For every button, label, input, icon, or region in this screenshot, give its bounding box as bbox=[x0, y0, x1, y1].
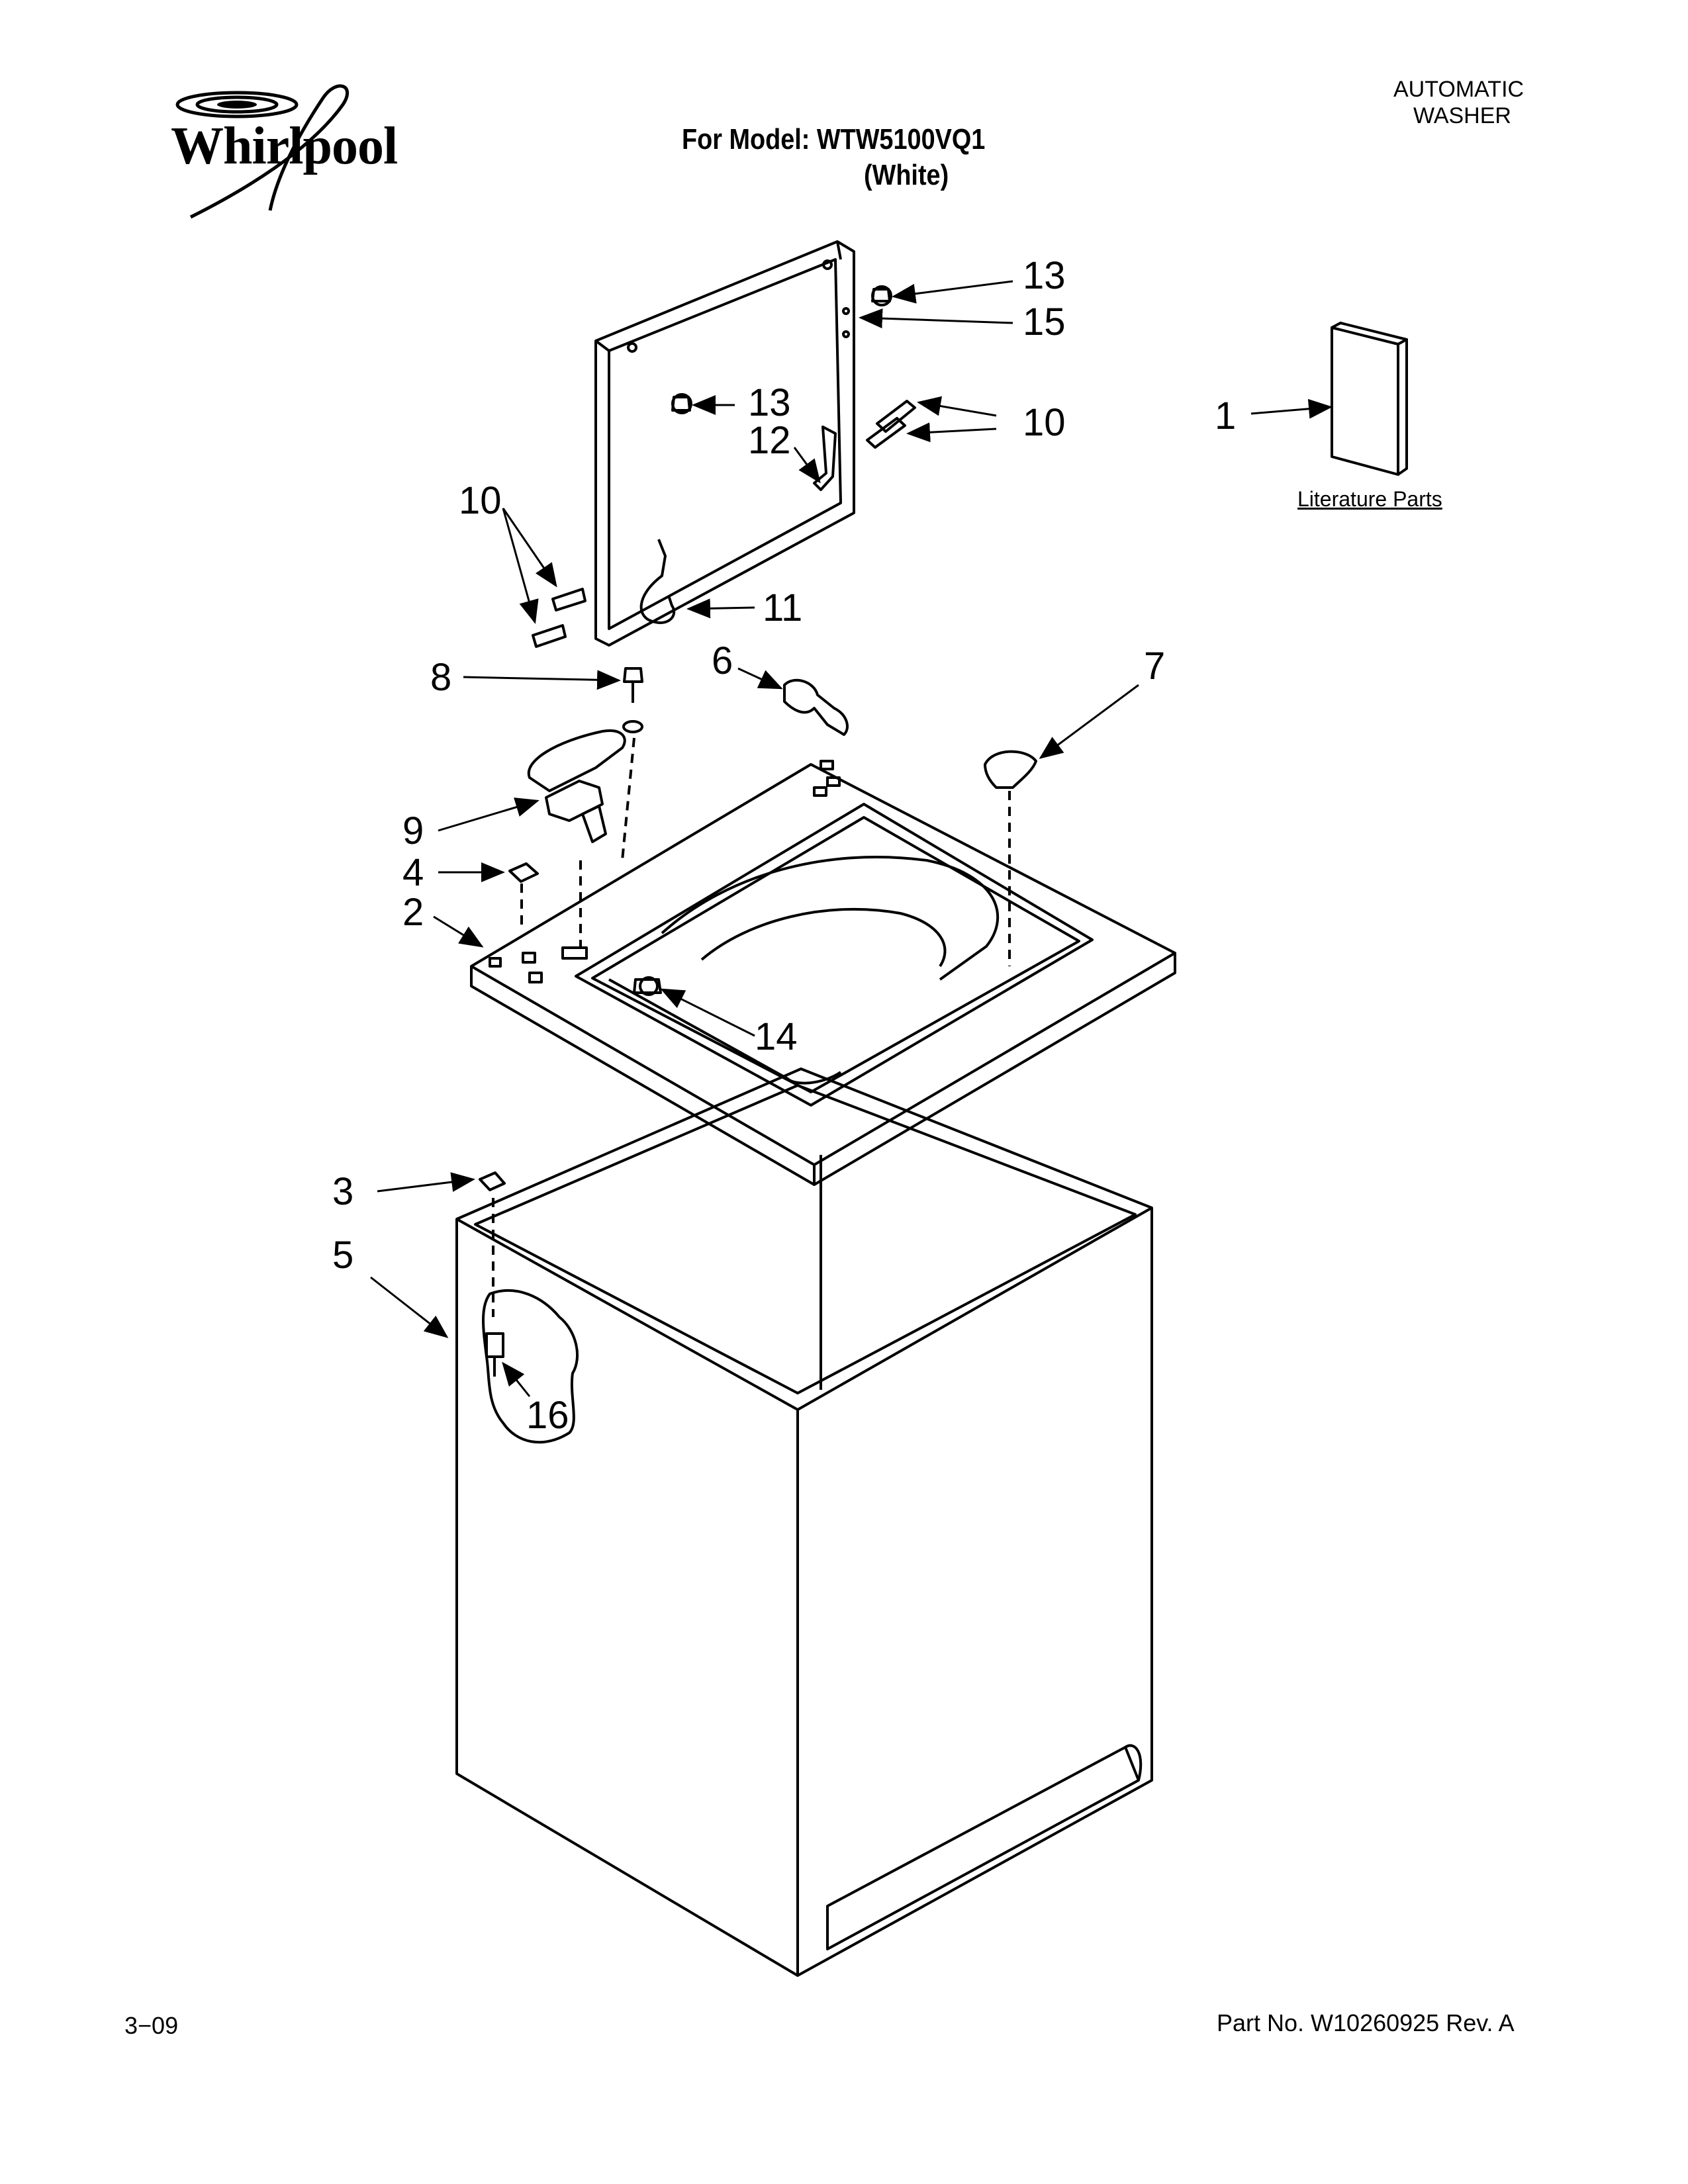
callout-13-upper: 13 bbox=[1023, 254, 1066, 297]
bleach-dispenser-cap bbox=[984, 750, 1037, 966]
lid-lock-clip bbox=[783, 678, 849, 736]
top-clip-4 bbox=[508, 862, 539, 927]
callout-8: 8 bbox=[430, 656, 452, 699]
callout-13-lower: 13 bbox=[748, 381, 791, 424]
callout-12: 12 bbox=[748, 419, 791, 462]
callout-15: 15 bbox=[1023, 300, 1066, 343]
callout-10-lower: 10 bbox=[459, 479, 502, 522]
literature-parts-label: Literature Parts bbox=[1297, 487, 1442, 511]
top-bumper bbox=[633, 976, 662, 996]
cabinet-clip-3 bbox=[479, 1171, 506, 1191]
hinge-screws-upper bbox=[866, 400, 916, 449]
lid-bumper-lower bbox=[671, 393, 692, 414]
lid-bumper-upper bbox=[871, 285, 892, 306]
lid-frame bbox=[594, 240, 855, 647]
model-variant: (White) bbox=[864, 159, 949, 191]
callout-4: 4 bbox=[402, 851, 424, 894]
model-title: For Model: WTW5100VQ1 bbox=[682, 123, 986, 156]
washer-top bbox=[470, 760, 1176, 1186]
callout-7: 7 bbox=[1144, 645, 1166, 688]
hinge-screws-lower bbox=[532, 588, 586, 648]
callout-10-upper: 10 bbox=[1023, 401, 1066, 444]
hinge-bracket bbox=[813, 426, 837, 491]
leader-lines bbox=[370, 280, 1333, 1397]
footer-date: 3−09 bbox=[124, 2012, 179, 2039]
callout-1: 1 bbox=[1215, 394, 1237, 437]
callout-11: 11 bbox=[763, 586, 803, 629]
callout-3: 3 bbox=[332, 1170, 354, 1213]
footer-part-number: Part No. W10260925 Rev. A bbox=[1217, 2009, 1515, 2036]
brand-wordmark: Whirlpool bbox=[171, 117, 398, 175]
switch-screw bbox=[622, 667, 643, 733]
callout-16: 16 bbox=[526, 1394, 569, 1437]
callout-9: 9 bbox=[402, 809, 424, 852]
category-line-1: AUTOMATIC bbox=[1393, 77, 1524, 102]
literature-booklet bbox=[1331, 322, 1408, 476]
cabinet bbox=[455, 1068, 1153, 1977]
category-line-2: WASHER bbox=[1413, 103, 1511, 128]
callout-2: 2 bbox=[402, 891, 424, 934]
callout-5: 5 bbox=[332, 1234, 354, 1277]
lid-hinge-spring bbox=[639, 539, 676, 624]
whirlpool-logo bbox=[175, 84, 349, 219]
callout-6: 6 bbox=[712, 639, 733, 682]
lid-switch bbox=[527, 729, 635, 861]
callout-14: 14 bbox=[755, 1015, 798, 1058]
